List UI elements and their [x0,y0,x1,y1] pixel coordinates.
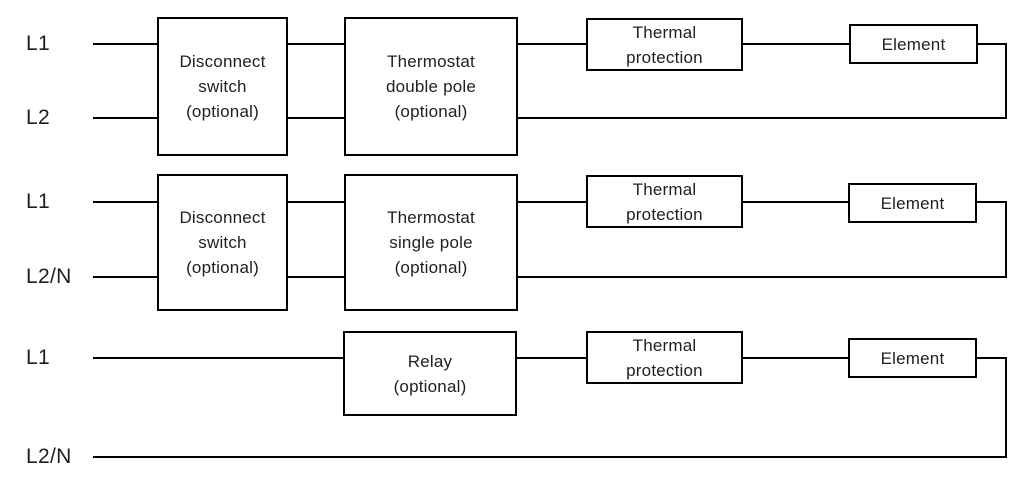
box-label-line: (optional) [393,376,467,396]
row3-l2n-label: L2/N [26,445,72,468]
row1-disconnect-switch-box: Disconnect switch (optional) [157,17,288,156]
box-label-line: (optional) [394,102,468,121]
row2-return-wire-vertical [1005,201,1007,278]
row2-l1-label: L1 [26,190,50,213]
box-label-line: Thermal [632,22,697,42]
row2-thermostat-single-pole-box: Thermostat single pole (optional) [344,174,518,311]
row1-l1-label: L1 [26,32,50,55]
row3-l1-label: L1 [26,346,50,369]
row1-return-wire-vertical [1005,43,1007,119]
box-label-line: Thermostat [387,52,475,71]
box-label-line: double pole [385,77,477,96]
row3-return-wire-vertical [1005,357,1007,458]
row2-disconnect-switch-box: Disconnect switch (optional) [157,174,288,311]
row2-element-box: Element [848,183,977,223]
row1-l2-wire-mid [287,117,345,119]
row2-l2n-wire-return [516,276,1007,278]
row3-l2n-wire-return [93,456,1007,458]
box-label-line: Disconnect [179,208,266,227]
row1-thermostat-double-pole-box: Thermostat double pole (optional) [344,17,518,156]
box-label-line: protection [626,360,703,380]
box-label-line: protection [626,204,703,224]
row1-l2-label: L2 [26,106,50,129]
box-label-line: switch [198,77,247,96]
box-label-line: Thermostat [387,208,475,227]
row2-l1-wire-mid2 [516,201,587,203]
box-label-line: (optional) [186,102,259,121]
row2-l1-wire-out [976,201,1007,203]
box-label-line: (optional) [186,258,259,277]
box-label-line: Thermal [632,179,697,199]
row2-l2n-wire-mid [287,276,345,278]
row1-l2-wire-in [93,117,158,119]
row3-relay-box: Relay (optional) [343,331,517,416]
box-label-line: (optional) [394,258,468,277]
row3-l1-wire-in [93,357,344,359]
row2-l2n-label: L2/N [26,265,72,288]
box-label-line: switch [198,233,247,252]
row1-l1-wire-in [93,43,158,45]
row2-l1-wire-mid3 [742,201,850,203]
row3-l1-wire-mid1 [516,357,587,359]
row1-l1-wire-mid3 [742,43,850,45]
row1-thermal-protection-box: Thermal protection [586,18,743,71]
box-label-line: Disconnect [179,52,266,71]
box-label-line: Thermal [632,335,697,355]
row1-l1-wire-mid1 [287,43,345,45]
box-label-line: protection [626,47,703,67]
row3-l1-wire-out [976,357,1007,359]
row2-l1-wire-mid1 [287,201,345,203]
row3-element-box: Element [848,338,977,378]
row2-thermal-protection-box: Thermal protection [586,175,743,228]
box-label-line: Element [881,34,946,54]
row1-element-box: Element [849,24,978,64]
row1-l1-wire-mid2 [516,43,587,45]
row1-l1-wire-out [976,43,1007,45]
row2-l2n-wire-in [93,276,158,278]
row1-l2-wire-return [516,117,1007,119]
box-label-line: Relay [407,351,453,371]
box-label-line: Element [880,193,945,213]
box-label-line: Element [880,348,945,368]
box-label-line: single pole [389,233,473,252]
row3-thermal-protection-box: Thermal protection [586,331,743,384]
row2-l1-wire-in [93,201,158,203]
row3-l1-wire-mid2 [742,357,850,359]
